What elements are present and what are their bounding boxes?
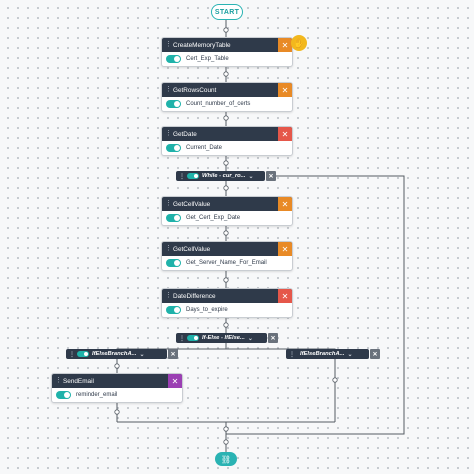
if-else-branch-right[interactable]: ⋮ IfElseBranchA... ⌄ ✕ <box>286 349 380 359</box>
chevron-down-icon[interactable]: ⌄ <box>347 351 353 358</box>
close-icon[interactable]: ✕ <box>370 349 380 359</box>
enable-toggle[interactable] <box>166 55 181 63</box>
node-header[interactable]: ⋮ CreateMemoryTable ✕ <box>162 38 292 52</box>
node-get-cell-value-1[interactable]: ⋮ GetCellValue ✕ Get_Cert_Exp_Date <box>161 196 293 226</box>
crossed-tools-icon[interactable]: ✕ <box>278 242 292 256</box>
grip-dots-icon[interactable]: ⋮ <box>165 130 172 137</box>
close-icon[interactable]: ✕ <box>266 171 276 181</box>
close-icon[interactable]: ✕ <box>278 127 292 141</box>
node-title: GetCellValue <box>173 245 211 253</box>
start-label: START <box>214 8 240 16</box>
close-icon[interactable]: ✕ <box>168 349 178 359</box>
node-value: reminder_email <box>76 392 118 398</box>
node-title: SendEmail <box>63 377 94 385</box>
chevron-down-icon[interactable]: ⌄ <box>248 173 254 180</box>
node-get-cell-value-2[interactable]: ⋮ GetCellValue ✕ Get_Server_Name_For_Ema… <box>161 241 293 271</box>
grip-dots-icon[interactable]: ⋮ <box>165 200 172 207</box>
node-title: DateDifference <box>173 292 216 300</box>
crossed-tools-icon[interactable]: ✕ <box>278 197 292 211</box>
node-value: Cert_Exp_Table <box>186 56 229 62</box>
node-get-date[interactable]: ⋮ GetDate ✕ Current_Date <box>161 126 293 156</box>
grip-dots-icon[interactable]: ⋮ <box>165 245 172 252</box>
crossed-tools-icon[interactable]: ✕ <box>278 83 292 97</box>
node-send-email[interactable]: ⋮ SendEmail ✕ reminder_email <box>51 373 183 403</box>
node-value: Get_Cert_Exp_Date <box>186 215 241 221</box>
node-title: GetDate <box>173 130 197 138</box>
grip-dots-icon[interactable]: ⋮ <box>179 335 185 342</box>
grip-dots-icon[interactable]: ⋮ <box>69 351 75 358</box>
enable-toggle[interactable] <box>166 144 181 152</box>
node-create-memory-table[interactable]: ⋮ CreateMemoryTable ✕ Cert_Exp_Table <box>161 37 293 67</box>
node-header[interactable]: ⋮ GetRowsCount ✕ <box>162 83 292 97</box>
crossed-tools-icon[interactable]: ✕ <box>168 374 182 388</box>
node-header[interactable]: ⋮ GetCellValue ✕ <box>162 242 292 256</box>
while-loop-node[interactable]: ⋮ While - cur_ro... ⌄ ✕ <box>176 171 276 181</box>
enable-toggle[interactable] <box>77 351 89 357</box>
node-date-difference[interactable]: ⋮ DateDifference ✕ Days_to_expire <box>161 288 293 318</box>
node-title: GetCellValue <box>173 200 211 208</box>
node-title: CreateMemoryTable <box>173 41 231 49</box>
enable-toggle[interactable] <box>187 335 199 341</box>
node-title: GetRowsCount <box>173 86 217 94</box>
node-value: Current_Date <box>186 145 223 151</box>
branch-label: IfElseBranchA... <box>92 351 137 357</box>
node-value: Get_Server_Name_For_Email <box>186 260 267 266</box>
hand-icon[interactable]: ✋ <box>291 35 307 51</box>
node-get-rows-count[interactable]: ⋮ GetRowsCount ✕ Count_number_of_certs <box>161 82 293 112</box>
grip-dots-icon[interactable]: ⋮ <box>165 86 172 93</box>
enable-toggle[interactable] <box>56 391 71 399</box>
chevron-down-icon[interactable]: ⌄ <box>247 335 253 342</box>
grip-dots-icon[interactable]: ⋮ <box>165 292 172 299</box>
if-else-label: If-Else - IfElse... <box>202 335 245 341</box>
branch-label: IfElseBranchA... <box>300 351 345 357</box>
enable-toggle[interactable] <box>166 100 181 108</box>
node-header[interactable]: ⋮ GetCellValue ✕ <box>162 197 292 211</box>
crossed-tools-icon[interactable]: ✕ <box>278 38 292 52</box>
chevron-down-icon[interactable]: ⌄ <box>139 351 145 358</box>
grip-dots-icon[interactable]: ⋮ <box>179 173 185 180</box>
node-value: Count_number_of_certs <box>186 101 251 107</box>
end-node[interactable]: ⛓ <box>215 452 237 466</box>
grip-dots-icon[interactable]: ⋮ <box>165 41 172 48</box>
start-node[interactable]: START <box>211 4 243 20</box>
if-else-branch-left[interactable]: ⋮ IfElseBranchA... ⌄ ✕ <box>66 349 178 359</box>
while-label: While - cur_ro... <box>202 173 246 179</box>
close-icon[interactable]: ✕ <box>278 289 292 303</box>
grip-dots-icon[interactable]: ⋮ <box>289 351 295 358</box>
enable-toggle[interactable] <box>187 173 199 179</box>
enable-toggle[interactable] <box>166 306 181 314</box>
close-icon[interactable]: ✕ <box>268 333 278 343</box>
node-header[interactable]: ⋮ DateDifference ✕ <box>162 289 292 303</box>
if-else-node[interactable]: ⋮ If-Else - IfElse... ⌄ ✕ <box>176 333 278 343</box>
enable-toggle[interactable] <box>166 214 181 222</box>
node-header[interactable]: ⋮ SendEmail ✕ <box>52 374 182 388</box>
node-header[interactable]: ⋮ GetDate ✕ <box>162 127 292 141</box>
link-icon: ⛓ <box>220 454 232 464</box>
node-value: Days_to_expire <box>186 307 228 313</box>
grip-dots-icon[interactable]: ⋮ <box>55 377 62 384</box>
enable-toggle[interactable] <box>166 259 181 267</box>
